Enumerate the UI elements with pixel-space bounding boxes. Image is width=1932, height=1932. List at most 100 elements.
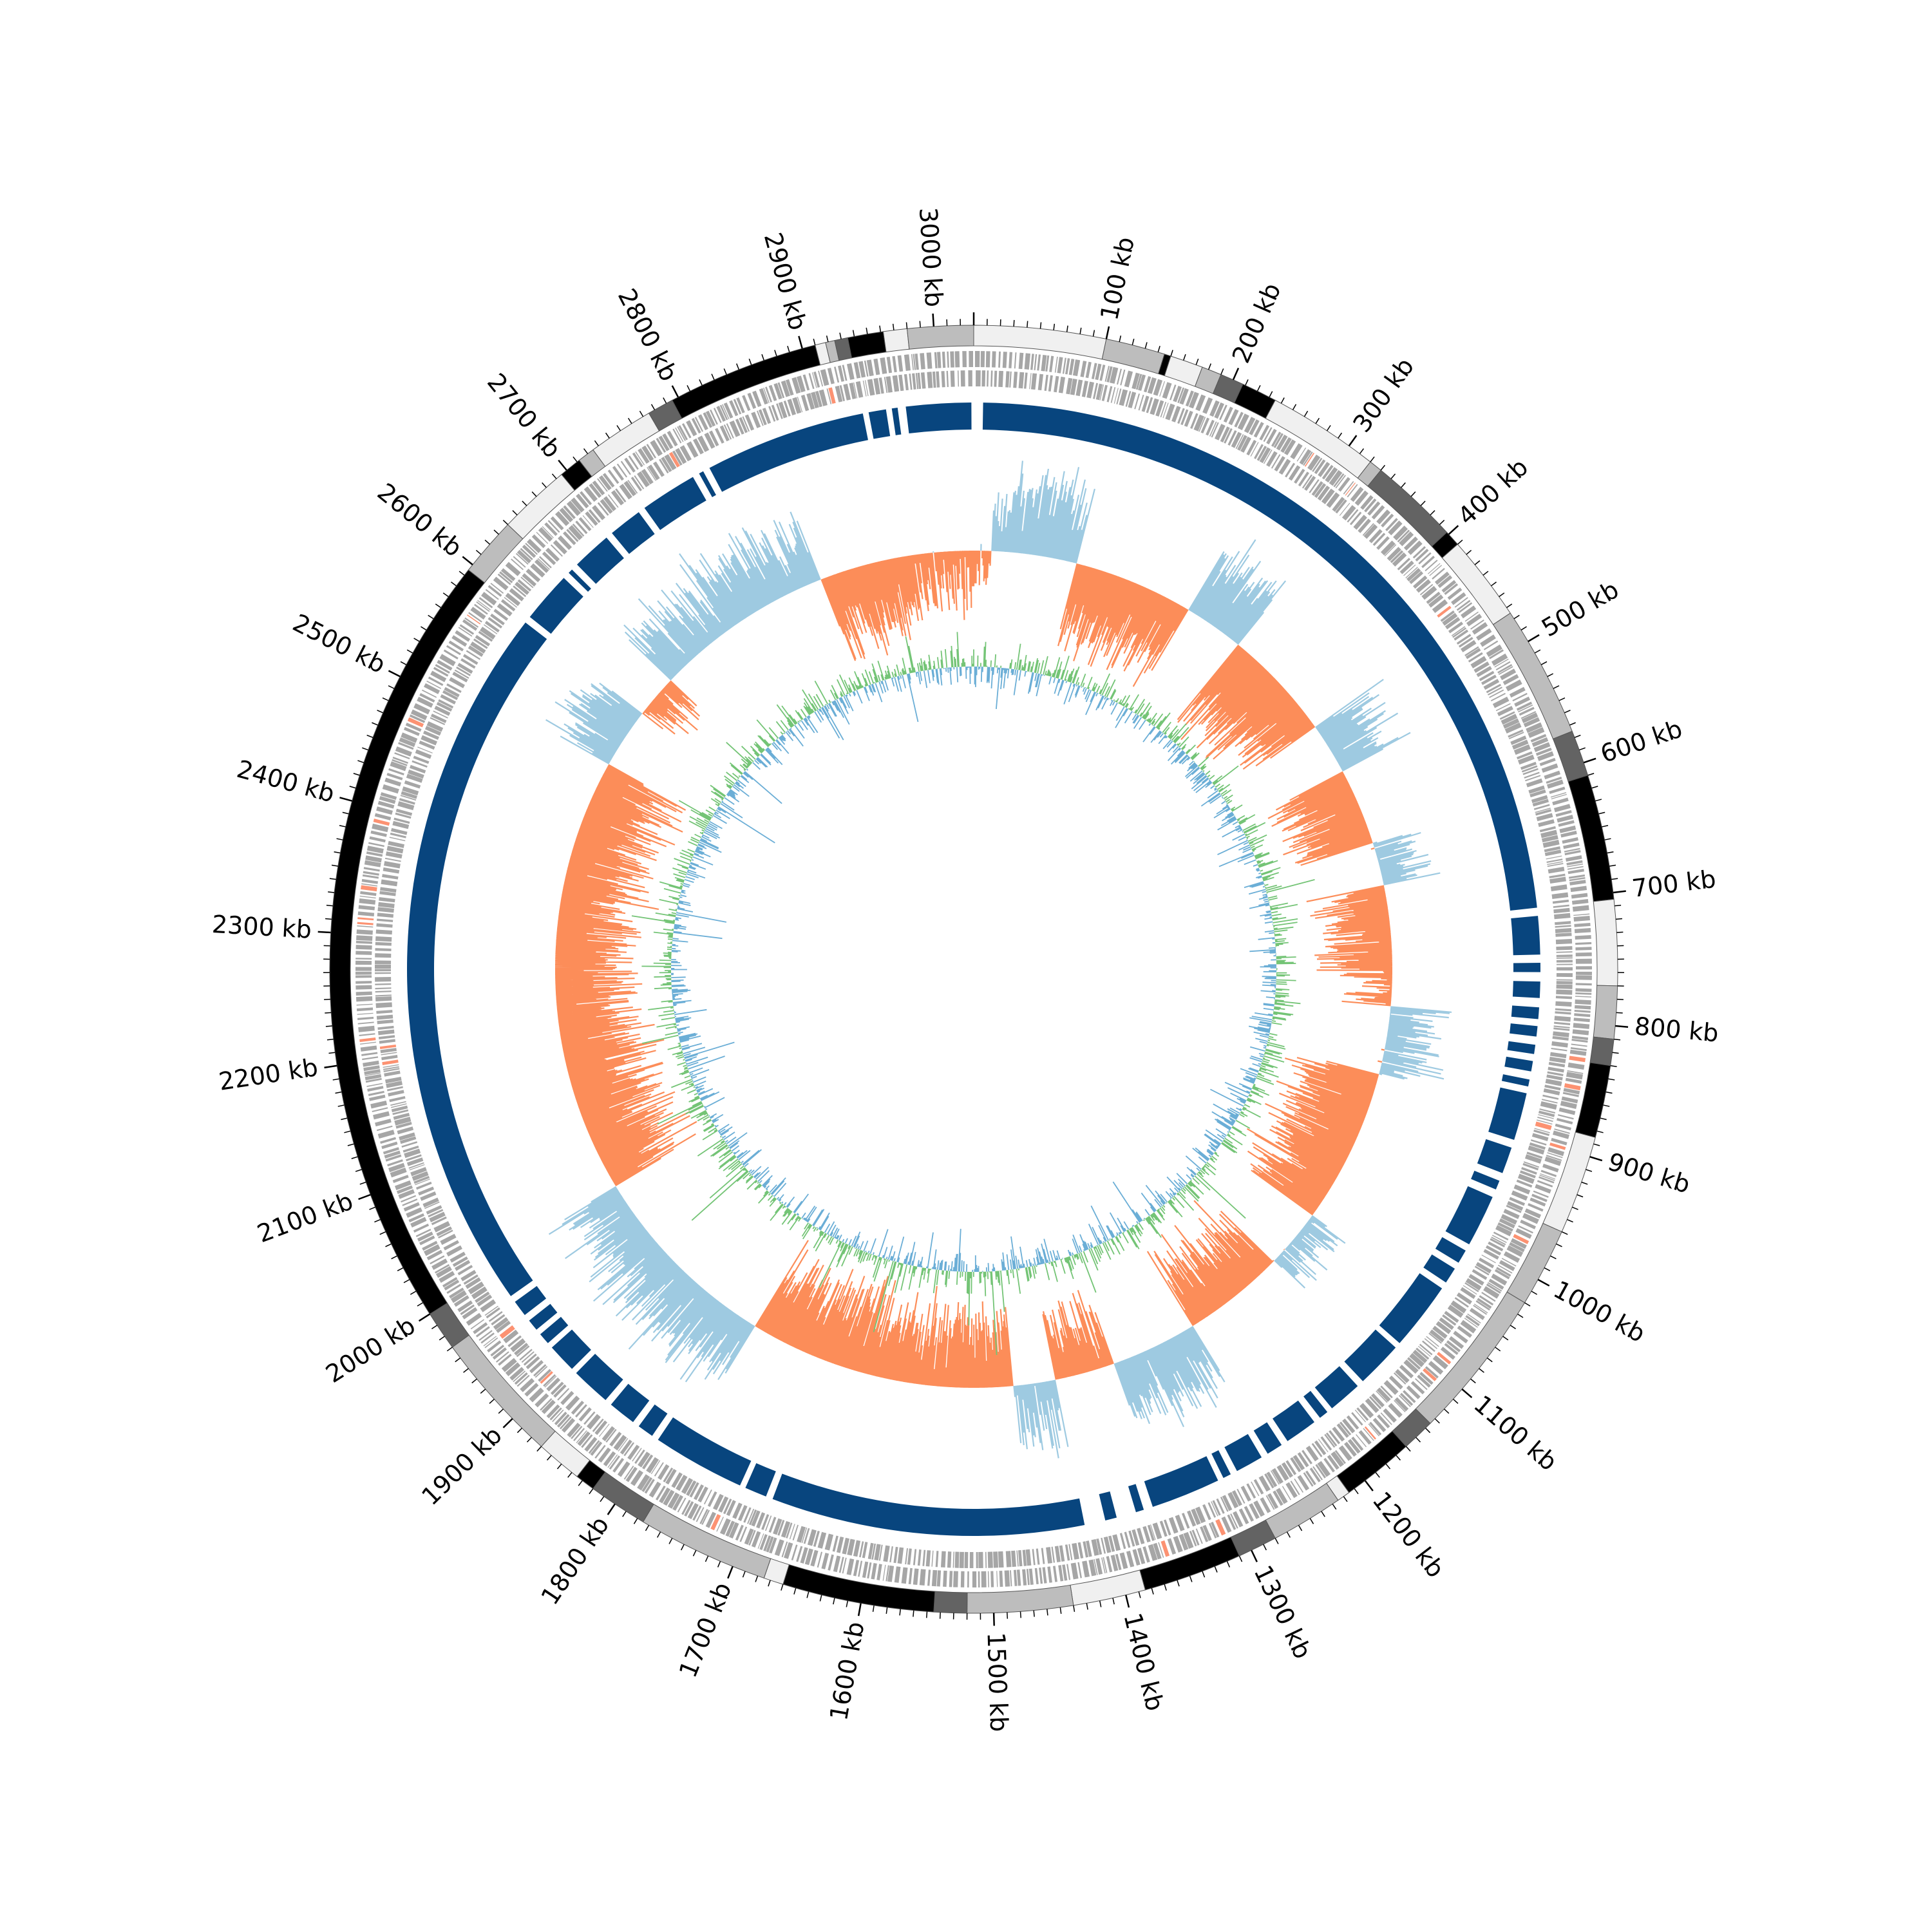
feature-forward xyxy=(876,1564,882,1580)
feature-reverse xyxy=(1132,1529,1140,1546)
feature-reverse xyxy=(1497,1222,1513,1232)
feature-reverse xyxy=(1403,564,1416,576)
feature-forward xyxy=(1148,1544,1158,1561)
minor-tick xyxy=(1587,773,1595,776)
major-tick xyxy=(358,1193,371,1200)
feature-forward xyxy=(1297,1475,1310,1491)
feature-forward xyxy=(1047,1566,1052,1583)
minor-tick xyxy=(328,1052,336,1054)
feature-reverse xyxy=(1190,413,1198,429)
feature-forward xyxy=(413,1224,430,1233)
feature-reverse xyxy=(893,1546,898,1564)
minor-tick xyxy=(1066,325,1068,332)
feature-forward xyxy=(612,466,624,481)
feature-forward xyxy=(355,975,372,978)
feature-reverse xyxy=(1492,696,1510,708)
feature-reverse xyxy=(654,1462,664,1477)
feature-reverse xyxy=(1504,722,1522,734)
major-tick xyxy=(1448,525,1459,535)
feature-forward xyxy=(394,1180,412,1191)
feature-forward xyxy=(1569,1049,1587,1056)
minor-tick xyxy=(1520,626,1527,630)
contig-block xyxy=(982,402,1537,911)
feature-forward xyxy=(773,383,782,400)
minor-tick xyxy=(1183,354,1186,361)
feature-reverse xyxy=(613,1434,627,1451)
minor-tick xyxy=(403,1279,410,1283)
feature-forward xyxy=(381,1141,398,1150)
feature-reverse xyxy=(1240,437,1251,453)
feature-forward xyxy=(453,1295,469,1307)
feature-reverse xyxy=(1479,1257,1495,1269)
feature-forward xyxy=(1533,1190,1549,1198)
feature-forward xyxy=(1510,1238,1527,1249)
feature-reverse xyxy=(534,559,549,573)
feature-forward xyxy=(1465,1314,1480,1327)
minor-tick xyxy=(325,918,332,920)
feature-reverse xyxy=(490,613,505,626)
feature-forward xyxy=(392,756,408,764)
feature-forward xyxy=(514,1372,528,1385)
feature-reverse xyxy=(703,1489,712,1505)
feature-forward xyxy=(1415,1378,1428,1390)
feature-forward xyxy=(1572,1029,1589,1036)
feature-forward xyxy=(635,451,645,466)
feature-forward xyxy=(1309,1467,1321,1482)
feature-forward xyxy=(667,430,678,447)
feature-reverse xyxy=(1220,1497,1229,1512)
feature-reverse xyxy=(1376,536,1390,550)
feature-reverse xyxy=(1447,1304,1464,1318)
feature-reverse xyxy=(1481,674,1497,685)
feature-reverse xyxy=(594,1420,608,1435)
feature-reverse xyxy=(1422,1340,1435,1352)
contig-block xyxy=(529,578,583,634)
feature-reverse xyxy=(377,1019,393,1025)
feature-forward xyxy=(366,1083,383,1087)
minor-tick xyxy=(1280,397,1285,404)
feature-reverse xyxy=(693,438,704,455)
minor-tick xyxy=(1479,1368,1484,1373)
feature-forward xyxy=(1495,661,1511,671)
feature-forward xyxy=(1215,1519,1226,1536)
feature-forward xyxy=(355,971,372,975)
minor-tick xyxy=(1544,1267,1551,1271)
feature-reverse xyxy=(836,1536,844,1553)
feature-reverse xyxy=(1235,434,1244,450)
minor-tick xyxy=(1600,1117,1607,1121)
minor-tick xyxy=(1138,1591,1141,1598)
minor-tick xyxy=(1517,1313,1524,1318)
feature-forward xyxy=(1260,1497,1271,1513)
feature-reverse xyxy=(597,502,609,516)
feature-forward xyxy=(376,806,393,815)
minor-tick xyxy=(1292,404,1297,410)
feature-reverse xyxy=(1030,373,1037,390)
feature-forward xyxy=(1385,518,1398,531)
feature-reverse xyxy=(627,480,638,494)
feature-reverse xyxy=(771,404,779,421)
minor-tick xyxy=(336,838,343,840)
feature-forward xyxy=(1427,563,1441,574)
feature-forward xyxy=(457,1300,473,1312)
feature-forward xyxy=(1004,1570,1010,1587)
feature-forward xyxy=(1034,1567,1039,1585)
feature-forward xyxy=(1085,361,1092,379)
feature-reverse xyxy=(1110,387,1116,403)
feature-forward xyxy=(490,583,504,594)
contig-block xyxy=(1504,1056,1533,1072)
feature-forward xyxy=(1509,687,1526,698)
feature-forward xyxy=(1077,1562,1083,1578)
feature-reverse xyxy=(1302,1450,1312,1464)
feature-reverse xyxy=(1037,374,1044,391)
feature-reverse xyxy=(675,448,687,464)
feature-reverse xyxy=(719,425,730,442)
feature-reverse xyxy=(376,1014,393,1020)
feature-reverse xyxy=(486,1307,500,1319)
contig-block xyxy=(891,407,902,435)
feature-reverse xyxy=(1553,1027,1570,1031)
feature-forward xyxy=(563,505,576,520)
feature-forward xyxy=(1497,1264,1513,1274)
feature-forward xyxy=(355,996,373,1002)
feature-forward xyxy=(357,911,375,916)
feature-forward xyxy=(1566,860,1583,866)
feature-forward xyxy=(1356,1434,1367,1448)
